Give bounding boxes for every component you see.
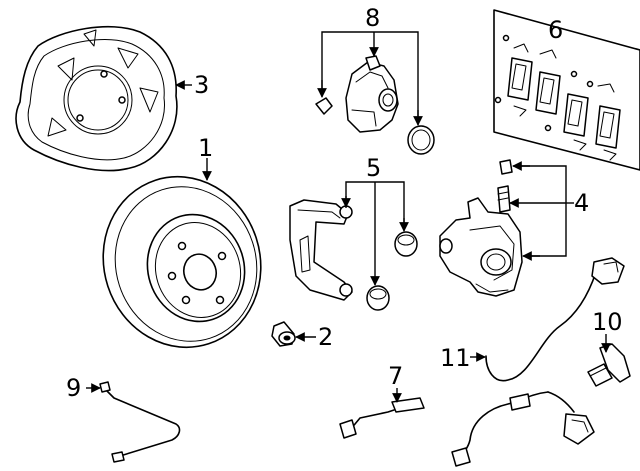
caliper-bracket	[289, 199, 353, 301]
piston-seal	[407, 125, 435, 155]
callout-10: 10	[592, 308, 623, 336]
guide-bolt	[315, 97, 333, 115]
callout-4: 4	[574, 189, 589, 217]
bolt	[271, 321, 296, 347]
callout-1: 1	[198, 134, 213, 162]
callout-9: 9	[66, 374, 81, 402]
callout-5: 5	[366, 154, 381, 182]
callout-2: 2	[318, 323, 333, 351]
caliper-assembly	[439, 197, 523, 297]
bushing-upper	[394, 231, 418, 257]
callout-3: 3	[194, 71, 209, 99]
callout-8: 8	[365, 4, 380, 32]
bleeder-cap	[499, 159, 513, 175]
pad-wear-sensor	[339, 397, 425, 439]
caliper-housing	[345, 55, 399, 133]
brake-rotor	[102, 175, 262, 349]
sensor-harness	[451, 257, 625, 467]
callout-6: 6	[548, 16, 563, 44]
front-wear-sensor	[99, 381, 181, 463]
leader-4-frame	[514, 165, 567, 257]
dust-shield	[15, 25, 178, 172]
bleeder-screw	[497, 185, 511, 213]
bushing-lower	[366, 285, 390, 311]
pad-hardware-kit	[493, 9, 640, 171]
wheel-speed-sensor	[587, 343, 631, 387]
callout-11: 11	[440, 344, 471, 372]
callout-7: 7	[388, 362, 403, 390]
leader-8-frame	[321, 31, 419, 124]
